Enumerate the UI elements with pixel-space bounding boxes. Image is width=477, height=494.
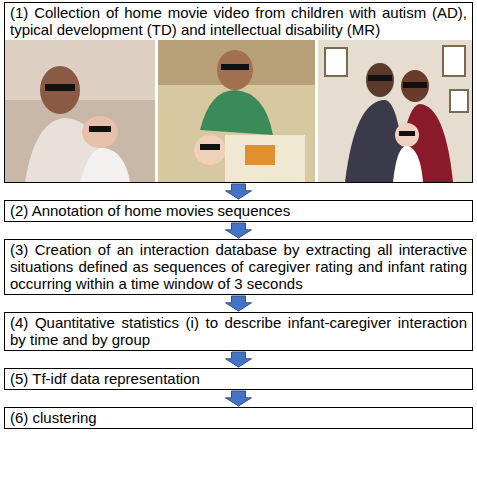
block-arrow — [226, 391, 252, 406]
process-box: (6) clustering — [4, 407, 473, 429]
step-text: (3) Creation of an interaction database … — [10, 241, 467, 292]
process-box: (5) Tf-idf data representation — [4, 368, 473, 390]
block-arrow — [226, 184, 252, 199]
collection-panel: (1) Collection of home movie video from … — [4, 2, 473, 183]
step-text: (1) Collection of home movie video from … — [10, 4, 467, 38]
step-text: (6) clustering — [10, 409, 467, 426]
process-box: (2) Annotation of home movies sequences — [4, 200, 473, 222]
process-box: (4) Quantitative statistics (i) to descr… — [4, 312, 473, 351]
process-box: (3) Creation of an interaction database … — [4, 239, 473, 295]
step-text: (4) Quantitative statistics (i) to descr… — [10, 314, 467, 348]
block-arrow — [226, 352, 252, 367]
home-movie-photos — [5, 40, 472, 182]
block-arrow — [226, 296, 252, 311]
step-text: (5) Tf-idf data representation — [10, 370, 467, 387]
block-arrow — [226, 223, 252, 238]
step-text: (2) Annotation of home movies sequences — [10, 202, 467, 219]
